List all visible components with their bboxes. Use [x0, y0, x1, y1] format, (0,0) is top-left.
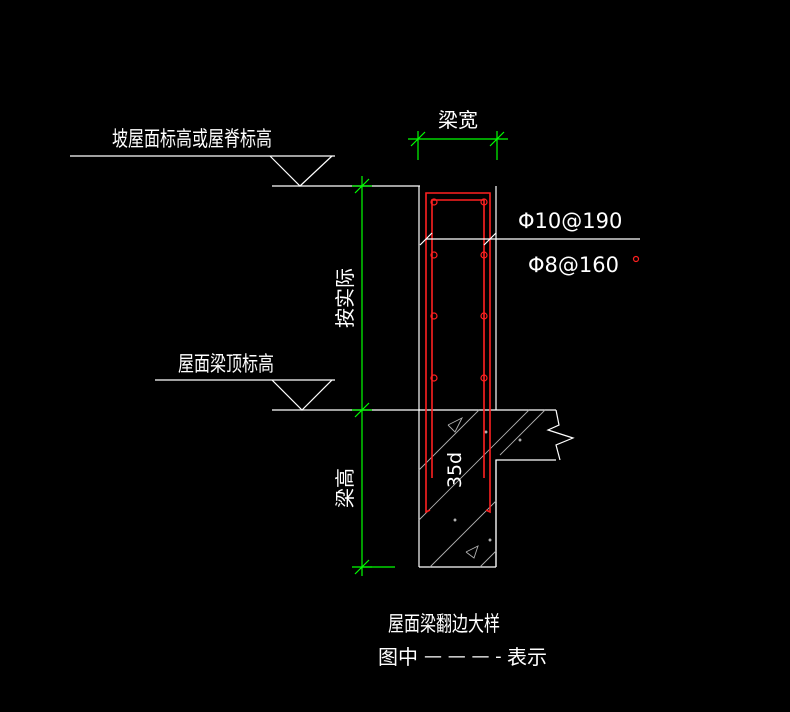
roof-elevation-marker: 坡屋面标高或屋脊标高	[70, 127, 420, 187]
stirrup-spec-label: Φ10@190	[518, 209, 622, 233]
legend-dashes: — — — -	[424, 646, 502, 667]
beam-width-dimension	[408, 131, 508, 160]
rebar-dots	[430, 198, 640, 382]
beam-width-label: 梁宽	[438, 108, 478, 132]
beam-height-label: 梁高	[333, 468, 357, 508]
drawing-title: 屋面梁翻边大样	[388, 612, 500, 636]
beam-top-elevation-label: 屋面梁顶标高	[178, 352, 274, 376]
beam-top-elevation-marker: 屋面梁顶标高	[155, 352, 420, 411]
rebar-leader	[419, 232, 640, 246]
beam-slab-outline	[419, 409, 575, 567]
rebar-cage	[425, 192, 491, 514]
anchorage-label: 35d	[444, 452, 466, 488]
legend-suffix: 表示	[507, 645, 547, 669]
legend-prefix: 图中	[378, 645, 418, 669]
roof-elevation-label: 坡屋面标高或屋脊标高	[112, 127, 272, 151]
vertical-dimension	[352, 176, 395, 576]
bar-spec-label: Φ8@160	[528, 253, 619, 277]
upturn-height-label: 按实际	[333, 268, 357, 328]
concrete-hatch	[418, 409, 546, 568]
